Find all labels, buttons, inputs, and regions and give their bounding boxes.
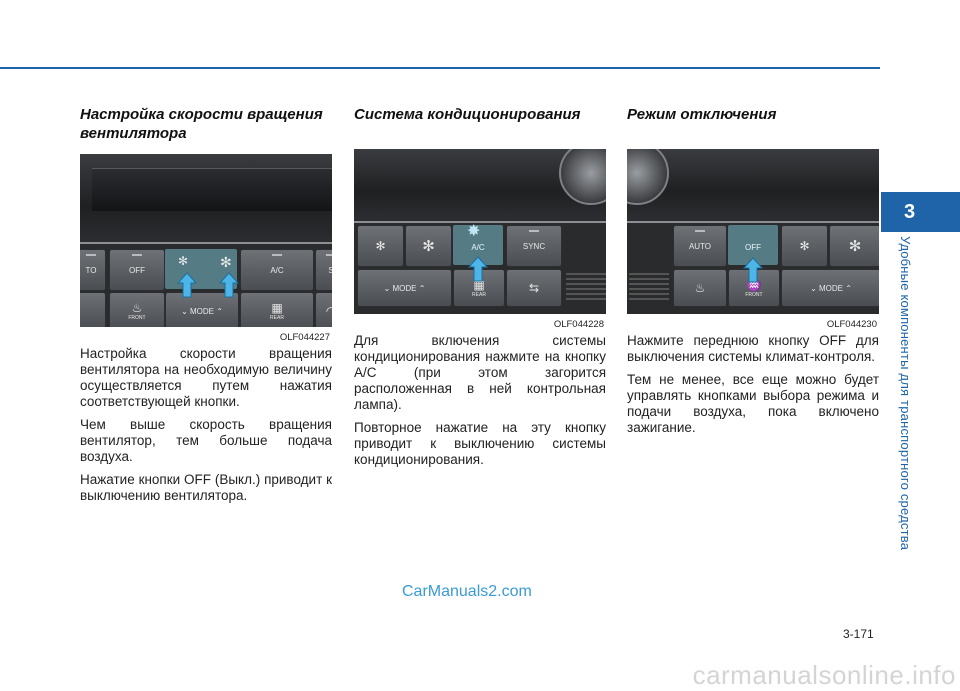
chevron-up-icon: ⌃ — [843, 283, 852, 293]
recirc-button[interactable]: ◠ — [315, 292, 332, 327]
seat-heat-icon: ♨ — [694, 281, 706, 295]
chapter-number: 3 — [903, 200, 916, 223]
fan-icon: ✻ — [422, 238, 435, 255]
arrow-up-icon — [743, 257, 763, 283]
paragraph: Повторное нажатие на эту кнопку приводит… — [354, 420, 606, 467]
body-text: Нажмите переднюю кнопку OFF для выключен… — [627, 333, 879, 436]
climate-panel-figure: TO OFF A/C S ♨FRONT ⌄ MODE ⌃ ▦REAR ◠ ✻ ✻ — [80, 154, 332, 327]
off-button[interactable]: OFF — [745, 243, 761, 252]
display-screen — [92, 168, 332, 211]
defrost-rear-icon: ▦ — [473, 278, 485, 292]
fan-up-button[interactable]: ✻ — [405, 225, 452, 267]
fan-icon: ✻ — [375, 239, 386, 253]
paragraph: Чем выше скорость вращения вентилятор, т… — [80, 417, 332, 464]
ac-button[interactable]: A/C — [240, 249, 314, 291]
chapter-title: Удобные компоненты для транспортного сре… — [898, 236, 913, 551]
sync-button[interactable]: S — [315, 249, 332, 291]
air-vent — [629, 273, 669, 303]
figure-code: OLF044228 — [553, 319, 604, 330]
paragraph: Тем не менее, все еще можно будет управл… — [627, 372, 879, 435]
chapter-tab: 3 — [881, 192, 960, 232]
fan-icon: ✻ — [220, 254, 232, 270]
auto-button[interactable]: TO — [80, 249, 106, 291]
defrost-rear-icon: ▦ — [271, 301, 283, 315]
column-fan-speed: Настройка скорости вращения вентилятора … — [80, 105, 332, 511]
mode-button[interactable]: ⌄ MODE ⌃ — [781, 269, 879, 307]
fan-icon: ✻ — [178, 254, 189, 268]
chevron-down-icon: ⌄ — [383, 283, 393, 293]
arrow-up-icon — [468, 256, 488, 282]
fan-icon: ✻ — [799, 239, 810, 253]
footer-watermark: carmanualsonline.info — [692, 660, 956, 690]
top-rule — [0, 67, 880, 69]
section-heading: Настройка скорости вращения вентилятора — [80, 106, 323, 142]
chevron-up-icon: ⌃ — [214, 306, 223, 316]
page-number: 3-171 — [843, 627, 874, 641]
column-air-conditioning: Система кондиционирования ✻ ✻ SYNC ⌄ MOD… — [354, 105, 606, 475]
section-heading: Система кондиционирования — [354, 106, 581, 123]
seat-heat-button[interactable] — [80, 292, 106, 327]
arrow-up-icon — [177, 272, 197, 298]
paragraph: Настройка скорости вращения вентилятора … — [80, 346, 332, 409]
paragraph: Нажатие кнопки OFF (Выкл.) приводит к вы… — [80, 472, 332, 503]
paragraph: Для включения системы кондиционирования … — [354, 333, 606, 412]
climate-panel-figure: ✻ ✻ SYNC ⌄ MODE ⌃ ▦REAR ⇆ A/C ✸ — [354, 149, 606, 314]
figure-code: OLF044230 — [826, 319, 877, 330]
body-text: Для включения системы кондиционирования … — [354, 333, 606, 468]
ac-button[interactable]: A/C — [471, 243, 485, 252]
seat-heat-button[interactable]: ♨ — [673, 269, 727, 307]
fan-icon: ✻ — [848, 238, 862, 255]
section-heading: Режим отключения — [627, 106, 777, 123]
rear-defrost-button[interactable]: ▦REAR — [240, 292, 314, 327]
paragraph: Нажмите переднюю кнопку OFF для выключен… — [627, 333, 879, 364]
body-text: Настройка скорости вращения вентилятора … — [80, 346, 332, 504]
auto-button[interactable]: AUTO — [673, 225, 727, 267]
mode-button[interactable]: ⌄ MODE ⌃ — [357, 269, 452, 307]
car-recirc-icon: ◠ — [325, 304, 332, 318]
front-defrost-button[interactable]: ♒FRONT — [728, 269, 780, 307]
ac-indicator-icon: ✸ — [467, 223, 481, 240]
fan-down-button[interactable]: ✻ — [781, 225, 828, 267]
off-button[interactable]: OFF — [109, 249, 165, 291]
air-vent — [566, 273, 606, 303]
column-off-mode: Режим отключения AUTO OFF ✻ ✻ ♨ ♒FRONT ⌄… — [627, 105, 879, 443]
front-defrost-button[interactable]: ♨FRONT — [109, 292, 165, 327]
chevron-down-icon: ⌄ — [181, 306, 190, 316]
arrow-up-icon — [219, 272, 239, 298]
car-recirc-icon: ⇆ — [528, 281, 540, 295]
site-watermark[interactable]: CarManuals2.com — [402, 583, 532, 600]
chevron-up-icon: ⌃ — [416, 283, 426, 293]
chevron-down-icon: ⌄ — [810, 283, 819, 293]
fan-up-button[interactable]: ✻ — [829, 225, 879, 267]
sync-button[interactable]: SYNC — [506, 225, 562, 267]
fan-down-button[interactable]: ✻ — [357, 225, 404, 267]
climate-panel-figure: AUTO OFF ✻ ✻ ♨ ♒FRONT ⌄ MODE ⌃ — [627, 149, 879, 314]
mode-button[interactable]: ⌄ MODE ⌃ — [165, 292, 239, 327]
recirc-button[interactable]: ⇆ — [506, 269, 562, 307]
defrost-front-icon: ♨ — [131, 301, 143, 315]
figure-code: OLF044227 — [279, 332, 330, 343]
